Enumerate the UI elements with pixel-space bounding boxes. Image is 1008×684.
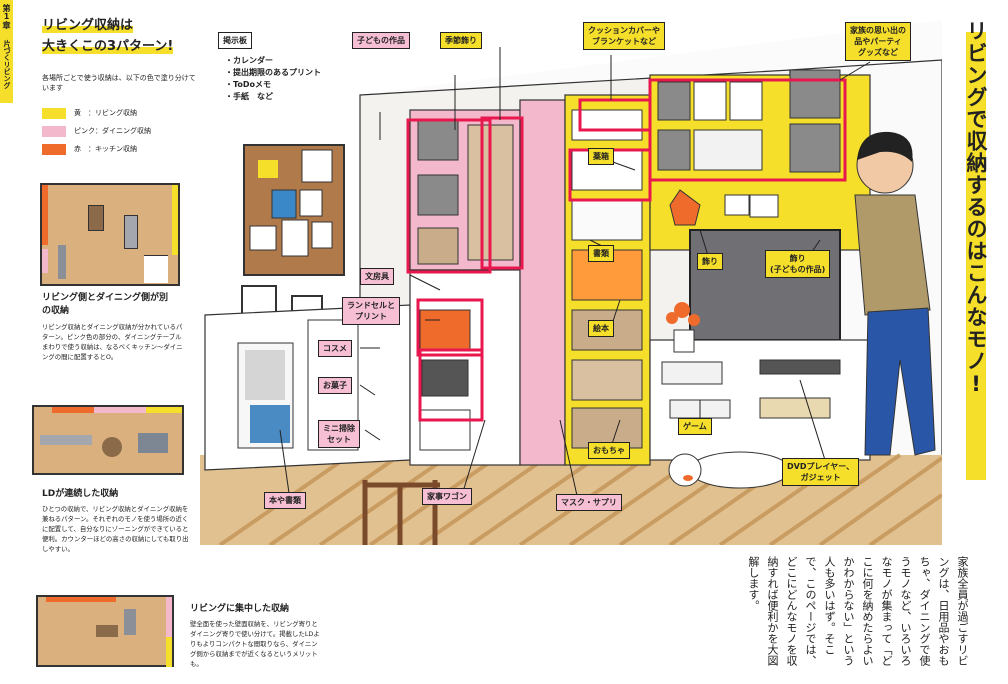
legend-swatch: [42, 143, 66, 155]
heading-line2: 大きくこの3パターン!: [42, 39, 174, 54]
label-mask: マスク・サプリ: [556, 494, 622, 511]
title-highlight: [966, 32, 986, 480]
board-item: ・カレンダー: [225, 56, 273, 65]
legend-label: 赤 ：キッチン収納: [74, 145, 137, 153]
label-cosme: コスメ: [318, 340, 352, 357]
label-kisetsu: 季節飾り: [440, 32, 482, 49]
label-kazari2: 飾り (子どもの作品): [765, 250, 831, 278]
page-heading: リビング収納は 大きくこの3パターン!: [42, 15, 192, 57]
legend-item-yellow: 黄 ：リビング収納: [42, 104, 151, 122]
board-label: 掲示板: [218, 32, 252, 49]
living-room-illustration: 掲示板 ・カレンダー ・提出期限のあるプリント ・ToDoメモ ・手紙 など 子…: [200, 0, 942, 545]
legend-swatch: [42, 107, 66, 119]
chapter-subtitle: 片づくリビング: [3, 40, 11, 89]
legend-item-red: 赤 ：キッチン収納: [42, 140, 151, 158]
intro-text: 各場所ごとで使う収納は、以下の色で塗り分けています: [42, 74, 196, 92]
board-item: ・手紙 など: [225, 92, 273, 101]
label-omoide: 家族の思い出の 品やパーティ グッズなど: [845, 22, 911, 61]
floor-plan-1: [40, 183, 180, 286]
room-drawing: [200, 0, 942, 545]
floor-plan-2: [32, 405, 184, 475]
label-soji: ミニ掃除 セット: [318, 420, 360, 448]
label-cushion: クッションカバーや ブランケットなど: [583, 22, 665, 50]
plan-3-title: リビングに集中した収納: [190, 604, 290, 614]
label-yakubako: 薬箱: [588, 148, 614, 165]
plan-1-title: リビング側とダイニング側が別の収納: [42, 293, 169, 316]
label-omocha: おもちゃ: [588, 442, 630, 459]
label-kodomo: 子どもの作品: [352, 32, 410, 49]
label-kaji: 家事ワゴン: [422, 488, 472, 505]
label-bunbougu: 文房具: [360, 268, 394, 285]
heading-line1: リビング収納は: [42, 18, 134, 33]
side-title-text: リビングで収納するのはこんなモノ!: [964, 20, 988, 397]
legend-swatch: [42, 125, 66, 137]
plan-1-desc: リビング収納とダイニング収納が分かれているパターン。ピンク色の部分の、ダイニング…: [42, 323, 183, 361]
chapter-tab: 第1章: [0, 0, 13, 103]
chapter-title: 第1章: [2, 4, 11, 29]
body-text: 家族全員が過ごすリビングは、日用品やおもちゃ、ダイニングで使うモノなど、いろいろ…: [747, 556, 969, 666]
label-ehon: 絵本: [588, 320, 614, 337]
label-randoseru: ランドセルと プリント: [342, 297, 400, 325]
label-game: ゲーム: [678, 418, 712, 435]
legend-item-pink: ピンク：ダイニング収納: [42, 122, 151, 140]
board-items: ・カレンダー ・提出期限のあるプリント ・ToDoメモ ・手紙 など: [225, 55, 345, 103]
plan-2-title: LDが連続した収納: [42, 489, 119, 499]
board-item: ・提出期限のあるプリント: [225, 68, 321, 77]
side-title: リビングで収納するのはこんなモノ!: [942, 20, 1008, 490]
legend-label: 黄 ：リビング収納: [74, 109, 137, 117]
label-honya: 本や書類: [264, 492, 306, 509]
label-dvd: DVDプレイヤー、 ガジェット: [782, 458, 860, 486]
label-kazari1: 飾り: [697, 253, 723, 270]
label-okashi: お菓子: [318, 377, 352, 394]
floor-plan-3: [36, 595, 174, 667]
board-item: ・ToDoメモ: [225, 80, 272, 89]
legend-label: ピンク：ダイニング収納: [74, 127, 151, 135]
plan-2-desc: ひとつの収納で、リビング収納とダイニング収納を兼ねるパターン。それぞれのモノを使…: [42, 505, 189, 553]
plan-3-desc: 壁全面を使った壁面収納を、リビング寄りとダイニング寄りで使い分けて。掲載したLD…: [190, 620, 320, 668]
color-legend: 黄 ：リビング収納 ピンク：ダイニング収納 赤 ：キッチン収納: [42, 104, 151, 158]
label-shorui: 書類: [588, 245, 614, 262]
